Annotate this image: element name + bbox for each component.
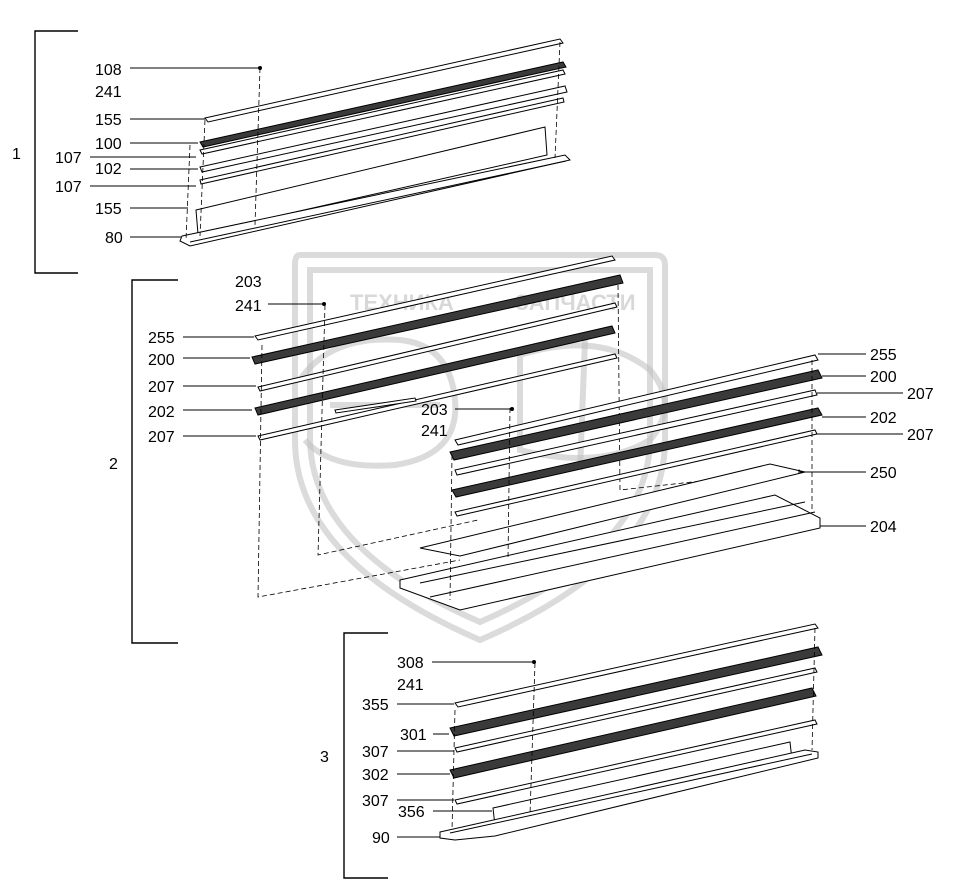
callout-g1-155b: 155 xyxy=(95,201,122,218)
bracket-3 xyxy=(343,632,388,879)
callout-g1-155: 155 xyxy=(95,112,122,129)
group-2-right-parts xyxy=(399,354,823,611)
callout-g2-r-250: 250 xyxy=(870,465,897,482)
callout-g3-241: 241 xyxy=(397,677,424,694)
part-355 xyxy=(454,623,819,708)
group-label-2: 2 xyxy=(109,456,118,473)
callout-g1-100: 100 xyxy=(95,136,122,153)
group-1-parts xyxy=(179,38,571,247)
callout-g3-301: 301 xyxy=(400,727,427,744)
part-307-b xyxy=(454,719,818,805)
part-301 xyxy=(449,646,823,737)
part-202-right xyxy=(451,407,823,498)
callout-g2-241: 241 xyxy=(235,298,262,315)
group-2-left-parts xyxy=(251,255,801,598)
callout-g3-307a: 307 xyxy=(362,744,389,761)
part-200-left xyxy=(251,274,624,365)
group-2-callouts: 203 241 255 200 207 202 207 203 241 255 … xyxy=(148,274,934,536)
bracket-2 xyxy=(131,279,178,644)
callout-g2-200: 200 xyxy=(148,352,175,369)
part-90 xyxy=(439,749,819,841)
callout-g3-355: 355 xyxy=(362,697,389,714)
callout-g1-102: 102 xyxy=(95,161,122,178)
callout-g2-mid-203: 203 xyxy=(421,402,448,419)
part-307-a xyxy=(454,667,818,753)
bracket-1 xyxy=(34,30,78,274)
part-155-top xyxy=(204,38,564,123)
part-107-b xyxy=(199,97,565,185)
callout-g2-r-207b: 207 xyxy=(907,427,934,444)
callout-g1-241: 241 xyxy=(95,84,122,101)
part-204 xyxy=(399,494,821,611)
part-strip xyxy=(334,397,417,414)
callout-g3-356: 356 xyxy=(398,804,425,821)
callout-g1-108: 108 xyxy=(95,62,122,79)
callout-g2-r-202: 202 xyxy=(870,410,897,427)
callout-g3-90: 90 xyxy=(372,830,390,847)
callout-g1-107a: 107 xyxy=(55,150,82,167)
part-207-left-b xyxy=(257,353,618,441)
group-label-3: 3 xyxy=(320,749,329,766)
part-207-right-a xyxy=(454,389,818,476)
callout-g2-r-207a: 207 xyxy=(907,386,934,403)
part-102 xyxy=(199,85,568,173)
callout-g1-80: 80 xyxy=(105,230,123,247)
callout-g2-r-204: 204 xyxy=(870,519,897,536)
callout-g2-r-255: 255 xyxy=(870,347,897,364)
callout-g2-mid-241: 241 xyxy=(421,423,448,440)
part-255-right xyxy=(454,354,819,446)
part-107-a xyxy=(199,69,566,155)
group-3-callouts: 308 241 355 301 307 302 307 356 90 xyxy=(362,655,536,847)
callout-g1-107b: 107 xyxy=(55,179,82,196)
callout-g2-255: 255 xyxy=(148,330,175,347)
callout-g2-207a: 207 xyxy=(148,379,175,396)
part-155-bottom xyxy=(195,126,548,235)
part-302 xyxy=(449,687,817,779)
callout-g3-302: 302 xyxy=(362,767,389,784)
group-3-parts xyxy=(439,623,823,841)
part-100 xyxy=(199,61,567,148)
callout-g3-308: 308 xyxy=(397,655,424,672)
callout-g2-207b: 207 xyxy=(148,429,175,446)
part-207-left-a xyxy=(257,302,618,392)
part-202-left xyxy=(254,325,616,416)
callout-g2-202: 202 xyxy=(148,404,175,421)
group-brackets: 1 2 3 xyxy=(12,30,388,879)
group-1-callouts: 108 241 155 100 107 102 107 155 80 xyxy=(55,62,262,247)
callout-g2-r-200: 200 xyxy=(870,369,897,386)
part-255-left xyxy=(254,255,616,341)
part-200-right xyxy=(449,369,823,461)
callout-g3-307b: 307 xyxy=(362,793,389,810)
callout-g2-203: 203 xyxy=(235,274,262,291)
group-label-1: 1 xyxy=(12,146,21,163)
